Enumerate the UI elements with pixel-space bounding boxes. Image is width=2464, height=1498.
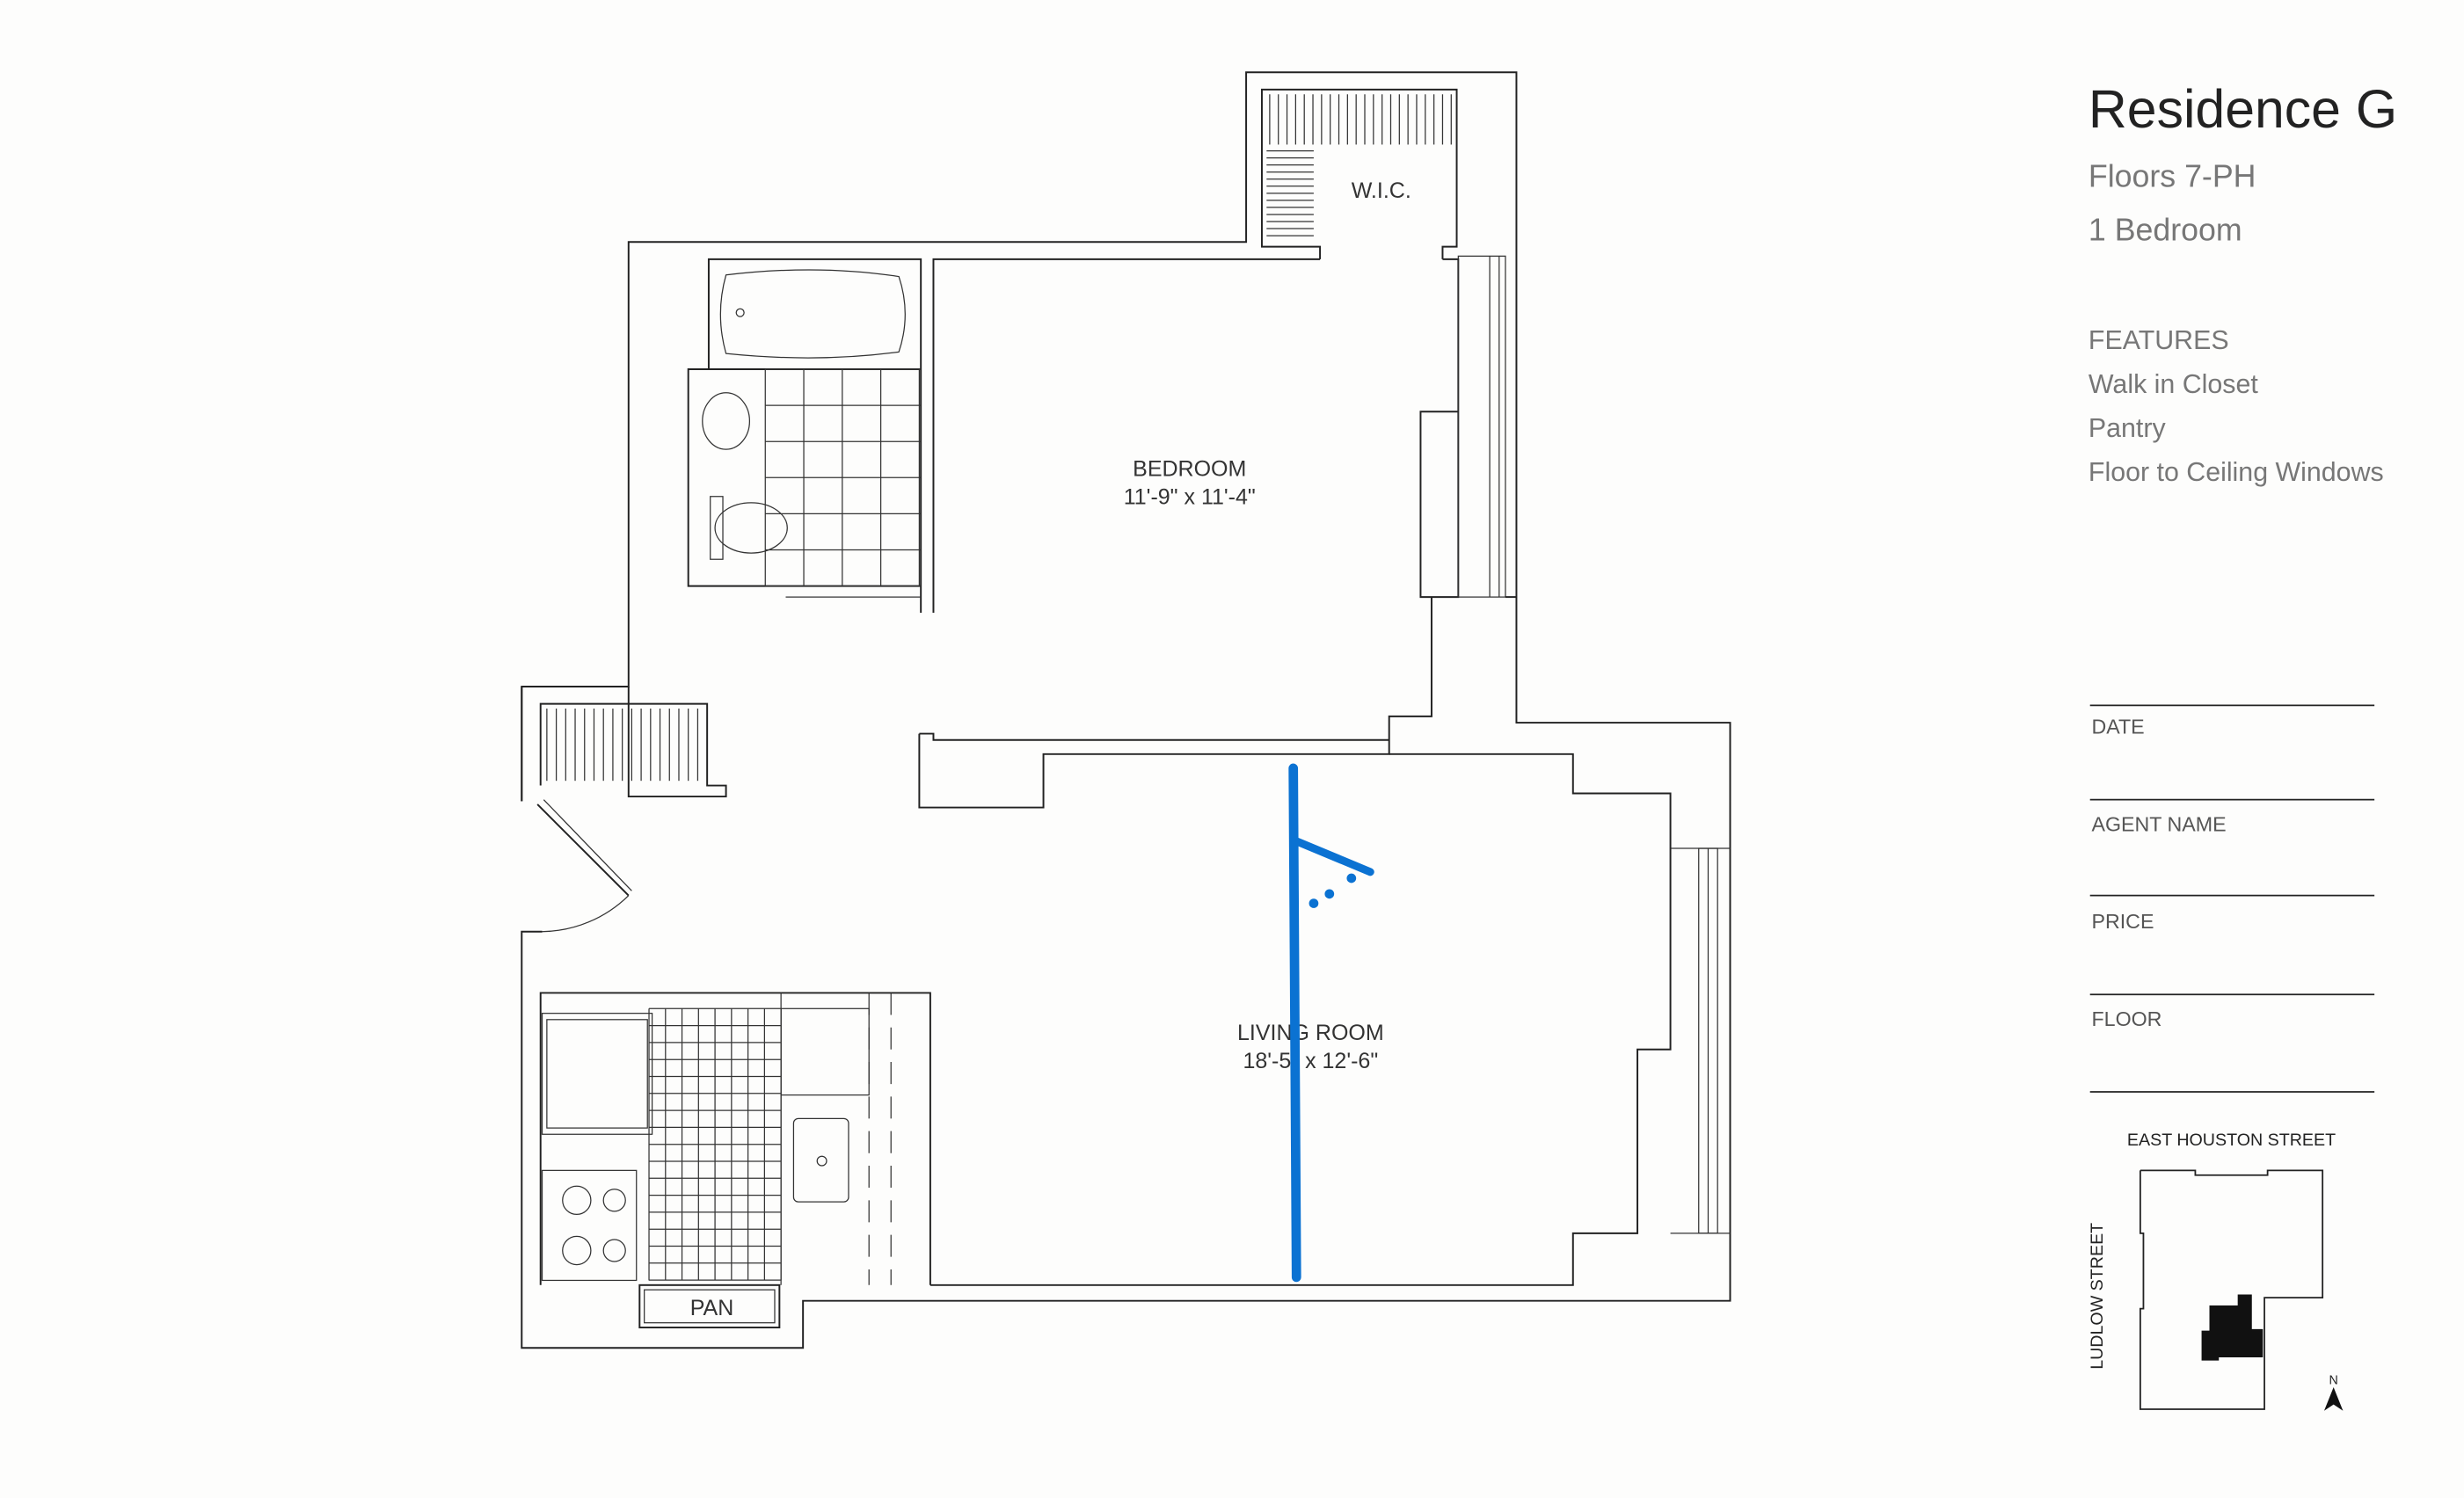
features-heading: FEATURES	[2089, 326, 2229, 355]
price-field-label: PRICE	[2091, 910, 2154, 933]
toilet	[714, 502, 788, 554]
walk-in-closet: W.I.C.	[1260, 88, 1458, 259]
bathroom	[687, 258, 922, 613]
blue-annotation-mark	[1288, 763, 1374, 1283]
living-room-dimensions: 18'-5" x 12'-6"	[1243, 1049, 1378, 1073]
door-swing	[542, 895, 630, 933]
stove	[541, 1169, 638, 1282]
agent-name-field-label: AGENT NAME	[2091, 812, 2226, 835]
bathtub	[719, 269, 906, 359]
pantry	[638, 1283, 781, 1329]
date-field-label: DATE	[2091, 716, 2144, 738]
entry-door	[536, 804, 630, 897]
kitchen-sink	[792, 1117, 849, 1203]
residence-title: Residence G	[2089, 79, 2397, 139]
feature-item: Pantry	[2089, 414, 2167, 443]
bedroom-count: 1 Bedroom	[2089, 212, 2242, 247]
kitchen: PAN	[539, 992, 931, 1329]
feature-item: Floor to Ceiling Windows	[2089, 458, 2384, 487]
north-label: N	[2329, 1373, 2338, 1387]
ludlow-street-label: LUDLOW STREET	[2088, 1223, 2107, 1370]
floor-plan: W.I.C. BEDROOM 11'-9" x 11'-4"	[521, 71, 1731, 1349]
bedroom-label: BEDROOM	[1133, 457, 1246, 482]
floors-info: Floors 7-PH	[2089, 159, 2256, 194]
wic-label: W.I.C.	[1352, 178, 1411, 203]
east-houston-street-label: EAST HOUSTON STREET	[2127, 1131, 2336, 1150]
pantry-label: PAN	[690, 1296, 734, 1320]
building-outline	[2139, 1169, 2324, 1410]
agent-form	[2089, 704, 2375, 1093]
north-arrow-icon	[2323, 1386, 2344, 1411]
residence-location	[2201, 1294, 2264, 1361]
living-room: LIVING ROOM 18'-5" x 12'-6"	[929, 753, 1731, 1286]
bedroom: BEDROOM 11'-9" x 11'-4"	[918, 255, 1517, 809]
exterior-wall	[521, 71, 1731, 1349]
bedroom-window	[1457, 255, 1506, 598]
entry	[521, 686, 727, 933]
key-map: EAST HOUSTON STREET LUDLOW STREET N	[2088, 1131, 2344, 1411]
sink	[702, 392, 751, 450]
living-room-label: LIVING ROOM	[1237, 1021, 1384, 1045]
floor-field-label: FLOOR	[2091, 1007, 2161, 1030]
dishwasher	[780, 1007, 870, 1096]
refrigerator	[541, 1013, 653, 1135]
feature-item: Walk in Closet	[2089, 370, 2258, 399]
bedroom-dimensions: 11'-9" x 11'-4"	[1124, 485, 1256, 510]
side-panel: Residence G Floors 7-PH 1 Bedroom FEATUR…	[2088, 79, 2397, 1411]
